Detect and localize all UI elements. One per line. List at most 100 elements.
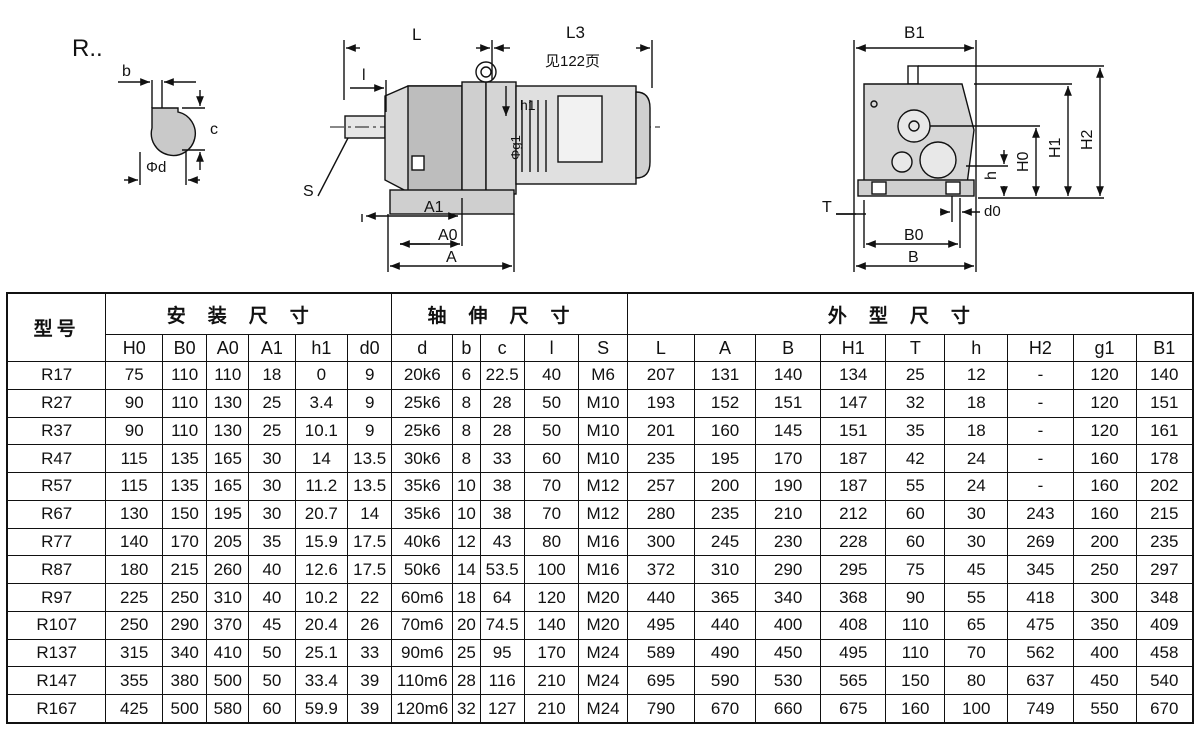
value-cell: 440 bbox=[626, 583, 696, 612]
column-header: L bbox=[626, 334, 696, 362]
value-cell: 151 bbox=[755, 388, 822, 418]
value-cell: 345 bbox=[1007, 555, 1074, 585]
value-cell: 160 bbox=[1072, 499, 1137, 529]
value-cell: 9 bbox=[347, 361, 393, 390]
dim-T: T bbox=[822, 199, 832, 216]
value-cell: - bbox=[1007, 416, 1074, 446]
value-cell: 115 bbox=[105, 472, 164, 501]
dim-g1: Φg1 bbox=[508, 135, 523, 160]
value-cell: 380 bbox=[162, 666, 208, 696]
value-cell: M10 bbox=[578, 444, 628, 474]
value-cell: 35 bbox=[248, 527, 296, 557]
technical-drawing: R.. b c Φd bbox=[72, 23, 1104, 272]
dim-L: L bbox=[412, 25, 421, 44]
value-cell: - bbox=[1007, 472, 1074, 501]
value-cell: 33 bbox=[479, 444, 525, 474]
column-header: h bbox=[944, 334, 1009, 362]
value-cell: 12 bbox=[944, 361, 1009, 390]
value-cell: 193 bbox=[626, 388, 696, 418]
value-cell: 110 bbox=[206, 361, 250, 390]
value-cell: 45 bbox=[944, 555, 1009, 585]
value-cell: 160 bbox=[694, 416, 757, 446]
value-cell: 550 bbox=[1072, 694, 1137, 724]
dim-l: l bbox=[362, 67, 366, 84]
value-cell: 90 bbox=[105, 388, 164, 418]
value-cell: 115 bbox=[105, 444, 164, 474]
dim-H2: H2 bbox=[1079, 129, 1096, 150]
value-cell: 300 bbox=[1072, 583, 1137, 612]
value-cell: 90 bbox=[105, 416, 164, 446]
model-cell: R67 bbox=[6, 499, 107, 529]
value-cell: 425 bbox=[105, 694, 164, 724]
value-cell: 35k6 bbox=[391, 472, 454, 501]
value-cell: 35k6 bbox=[391, 499, 454, 529]
front-view bbox=[836, 40, 1104, 272]
value-cell: 3.4 bbox=[294, 388, 349, 418]
value-cell: 70m6 bbox=[391, 610, 454, 640]
value-cell: 120m6 bbox=[391, 694, 454, 724]
value-cell: 40k6 bbox=[391, 527, 454, 557]
value-cell: 110 bbox=[885, 610, 946, 640]
value-cell: 20k6 bbox=[391, 361, 454, 390]
model-cell: R57 bbox=[6, 472, 107, 501]
value-cell: 70 bbox=[944, 638, 1009, 668]
model-cell: R47 bbox=[6, 444, 107, 474]
value-cell: M10 bbox=[578, 388, 628, 418]
value-cell: 32 bbox=[452, 694, 481, 724]
value-cell: 348 bbox=[1135, 583, 1194, 612]
value-cell: 290 bbox=[162, 610, 208, 640]
model-cell: R107 bbox=[6, 610, 107, 640]
value-cell: 50k6 bbox=[391, 555, 454, 585]
value-cell: 670 bbox=[1135, 694, 1194, 724]
group-header-row: 型号 安装尺寸 轴伸尺寸 外型尺寸 bbox=[6, 292, 1194, 362]
value-cell: 225 bbox=[105, 583, 164, 612]
side-view bbox=[317, 40, 660, 272]
value-cell: 140 bbox=[523, 610, 580, 640]
value-cell: 210 bbox=[523, 666, 580, 696]
value-cell: 200 bbox=[1072, 527, 1137, 557]
value-cell: 151 bbox=[1135, 388, 1194, 418]
value-cell: 40 bbox=[248, 555, 296, 585]
column-header: A0 bbox=[206, 334, 250, 362]
value-cell: 43 bbox=[479, 527, 525, 557]
value-cell: 228 bbox=[820, 527, 887, 557]
dim-A1: A1 bbox=[424, 199, 444, 216]
value-cell: 22 bbox=[347, 583, 393, 612]
value-cell: 28 bbox=[452, 666, 481, 696]
value-cell: 8 bbox=[452, 444, 481, 474]
value-cell: 589 bbox=[626, 638, 696, 668]
value-cell: 35 bbox=[885, 416, 946, 446]
group-shaft: 轴伸尺寸 bbox=[391, 292, 628, 335]
value-cell: 25 bbox=[248, 416, 296, 446]
value-cell: 365 bbox=[694, 583, 757, 612]
model-cell: R87 bbox=[6, 555, 107, 585]
value-cell: 235 bbox=[1135, 527, 1194, 557]
value-cell: 50 bbox=[523, 416, 580, 446]
value-cell: 670 bbox=[694, 694, 757, 724]
value-cell: 355 bbox=[105, 666, 164, 696]
value-cell: 25.1 bbox=[294, 638, 349, 668]
value-cell: 290 bbox=[755, 555, 822, 585]
value-cell: 10.2 bbox=[294, 583, 349, 612]
value-cell: 30 bbox=[944, 527, 1009, 557]
value-cell: 257 bbox=[626, 472, 696, 501]
column-header: h1 bbox=[294, 334, 349, 362]
dim-d: Φd bbox=[146, 159, 166, 176]
value-cell: 30 bbox=[248, 472, 296, 501]
value-cell: 10 bbox=[452, 472, 481, 501]
value-cell: 20 bbox=[452, 610, 481, 640]
value-cell: 130 bbox=[206, 388, 250, 418]
value-cell: 297 bbox=[1135, 555, 1194, 585]
value-cell: 165 bbox=[206, 472, 250, 501]
value-cell: 350 bbox=[1072, 610, 1137, 640]
value-cell: 269 bbox=[1007, 527, 1074, 557]
value-cell: 500 bbox=[162, 694, 208, 724]
dim-c: c bbox=[210, 121, 218, 138]
value-cell: 80 bbox=[944, 666, 1009, 696]
value-cell: 39 bbox=[347, 694, 393, 724]
